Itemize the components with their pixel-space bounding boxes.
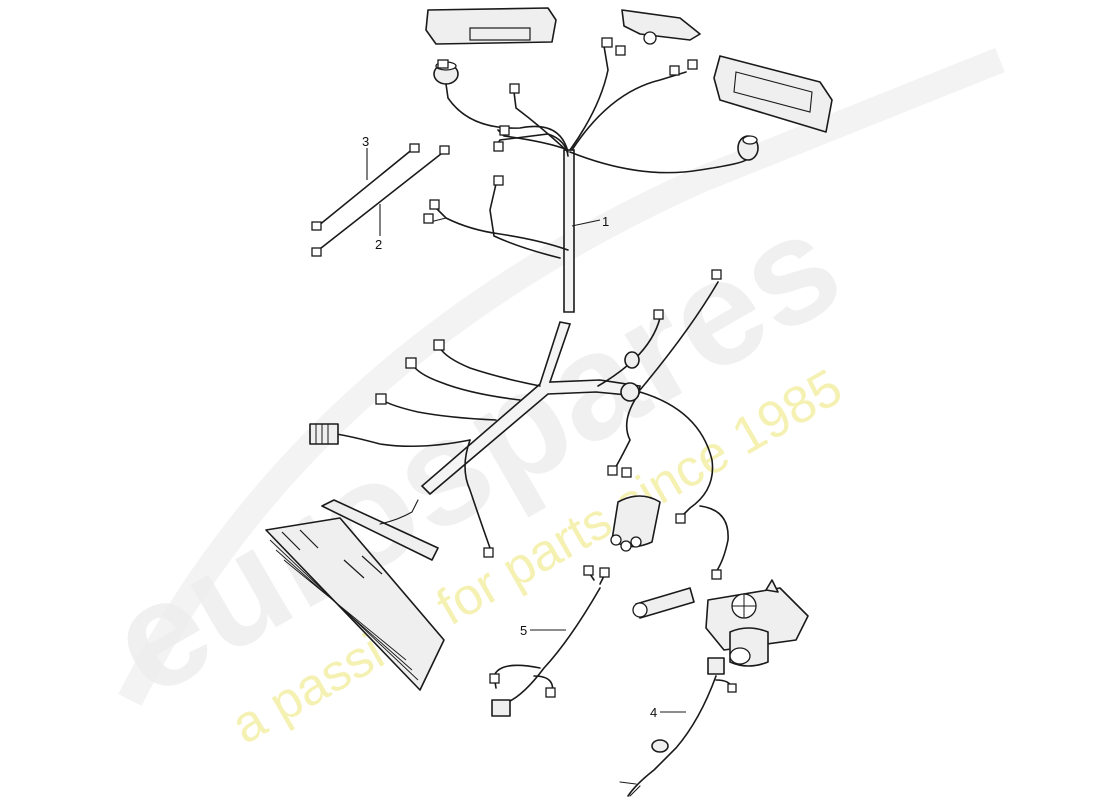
cable-3	[317, 147, 415, 227]
left-lamp-housing	[425, 7, 557, 45]
relay-cylinder	[610, 495, 661, 552]
harness-trunk-lower	[420, 321, 641, 496]
wiper-spindle	[632, 587, 695, 619]
main-harness-front	[423, 7, 833, 313]
watermark: eurospares a passion for parts since 198…	[82, 47, 1005, 755]
horn-relay-unit	[621, 9, 701, 41]
callouts: 1 2 3 4 5	[362, 134, 686, 720]
harness-trunk-upper	[563, 149, 575, 313]
bulb-socket-right	[737, 135, 759, 161]
multi-pin-connector	[309, 423, 339, 445]
callout-3: 3	[362, 134, 369, 149]
cable-4	[619, 657, 737, 797]
connector-strip	[321, 499, 439, 561]
cable-2	[315, 149, 447, 253]
callout-1: 1	[602, 214, 609, 229]
right-lamp-housing	[713, 55, 833, 133]
cable-5	[489, 565, 610, 717]
callout-4: 4	[650, 705, 657, 720]
wiper-motor	[705, 579, 809, 667]
callout-2: 2	[375, 237, 382, 252]
main-harness-rear	[265, 269, 729, 691]
fuse-box	[265, 517, 445, 691]
callout-5: 5	[520, 623, 527, 638]
jumper-cables	[311, 143, 450, 257]
